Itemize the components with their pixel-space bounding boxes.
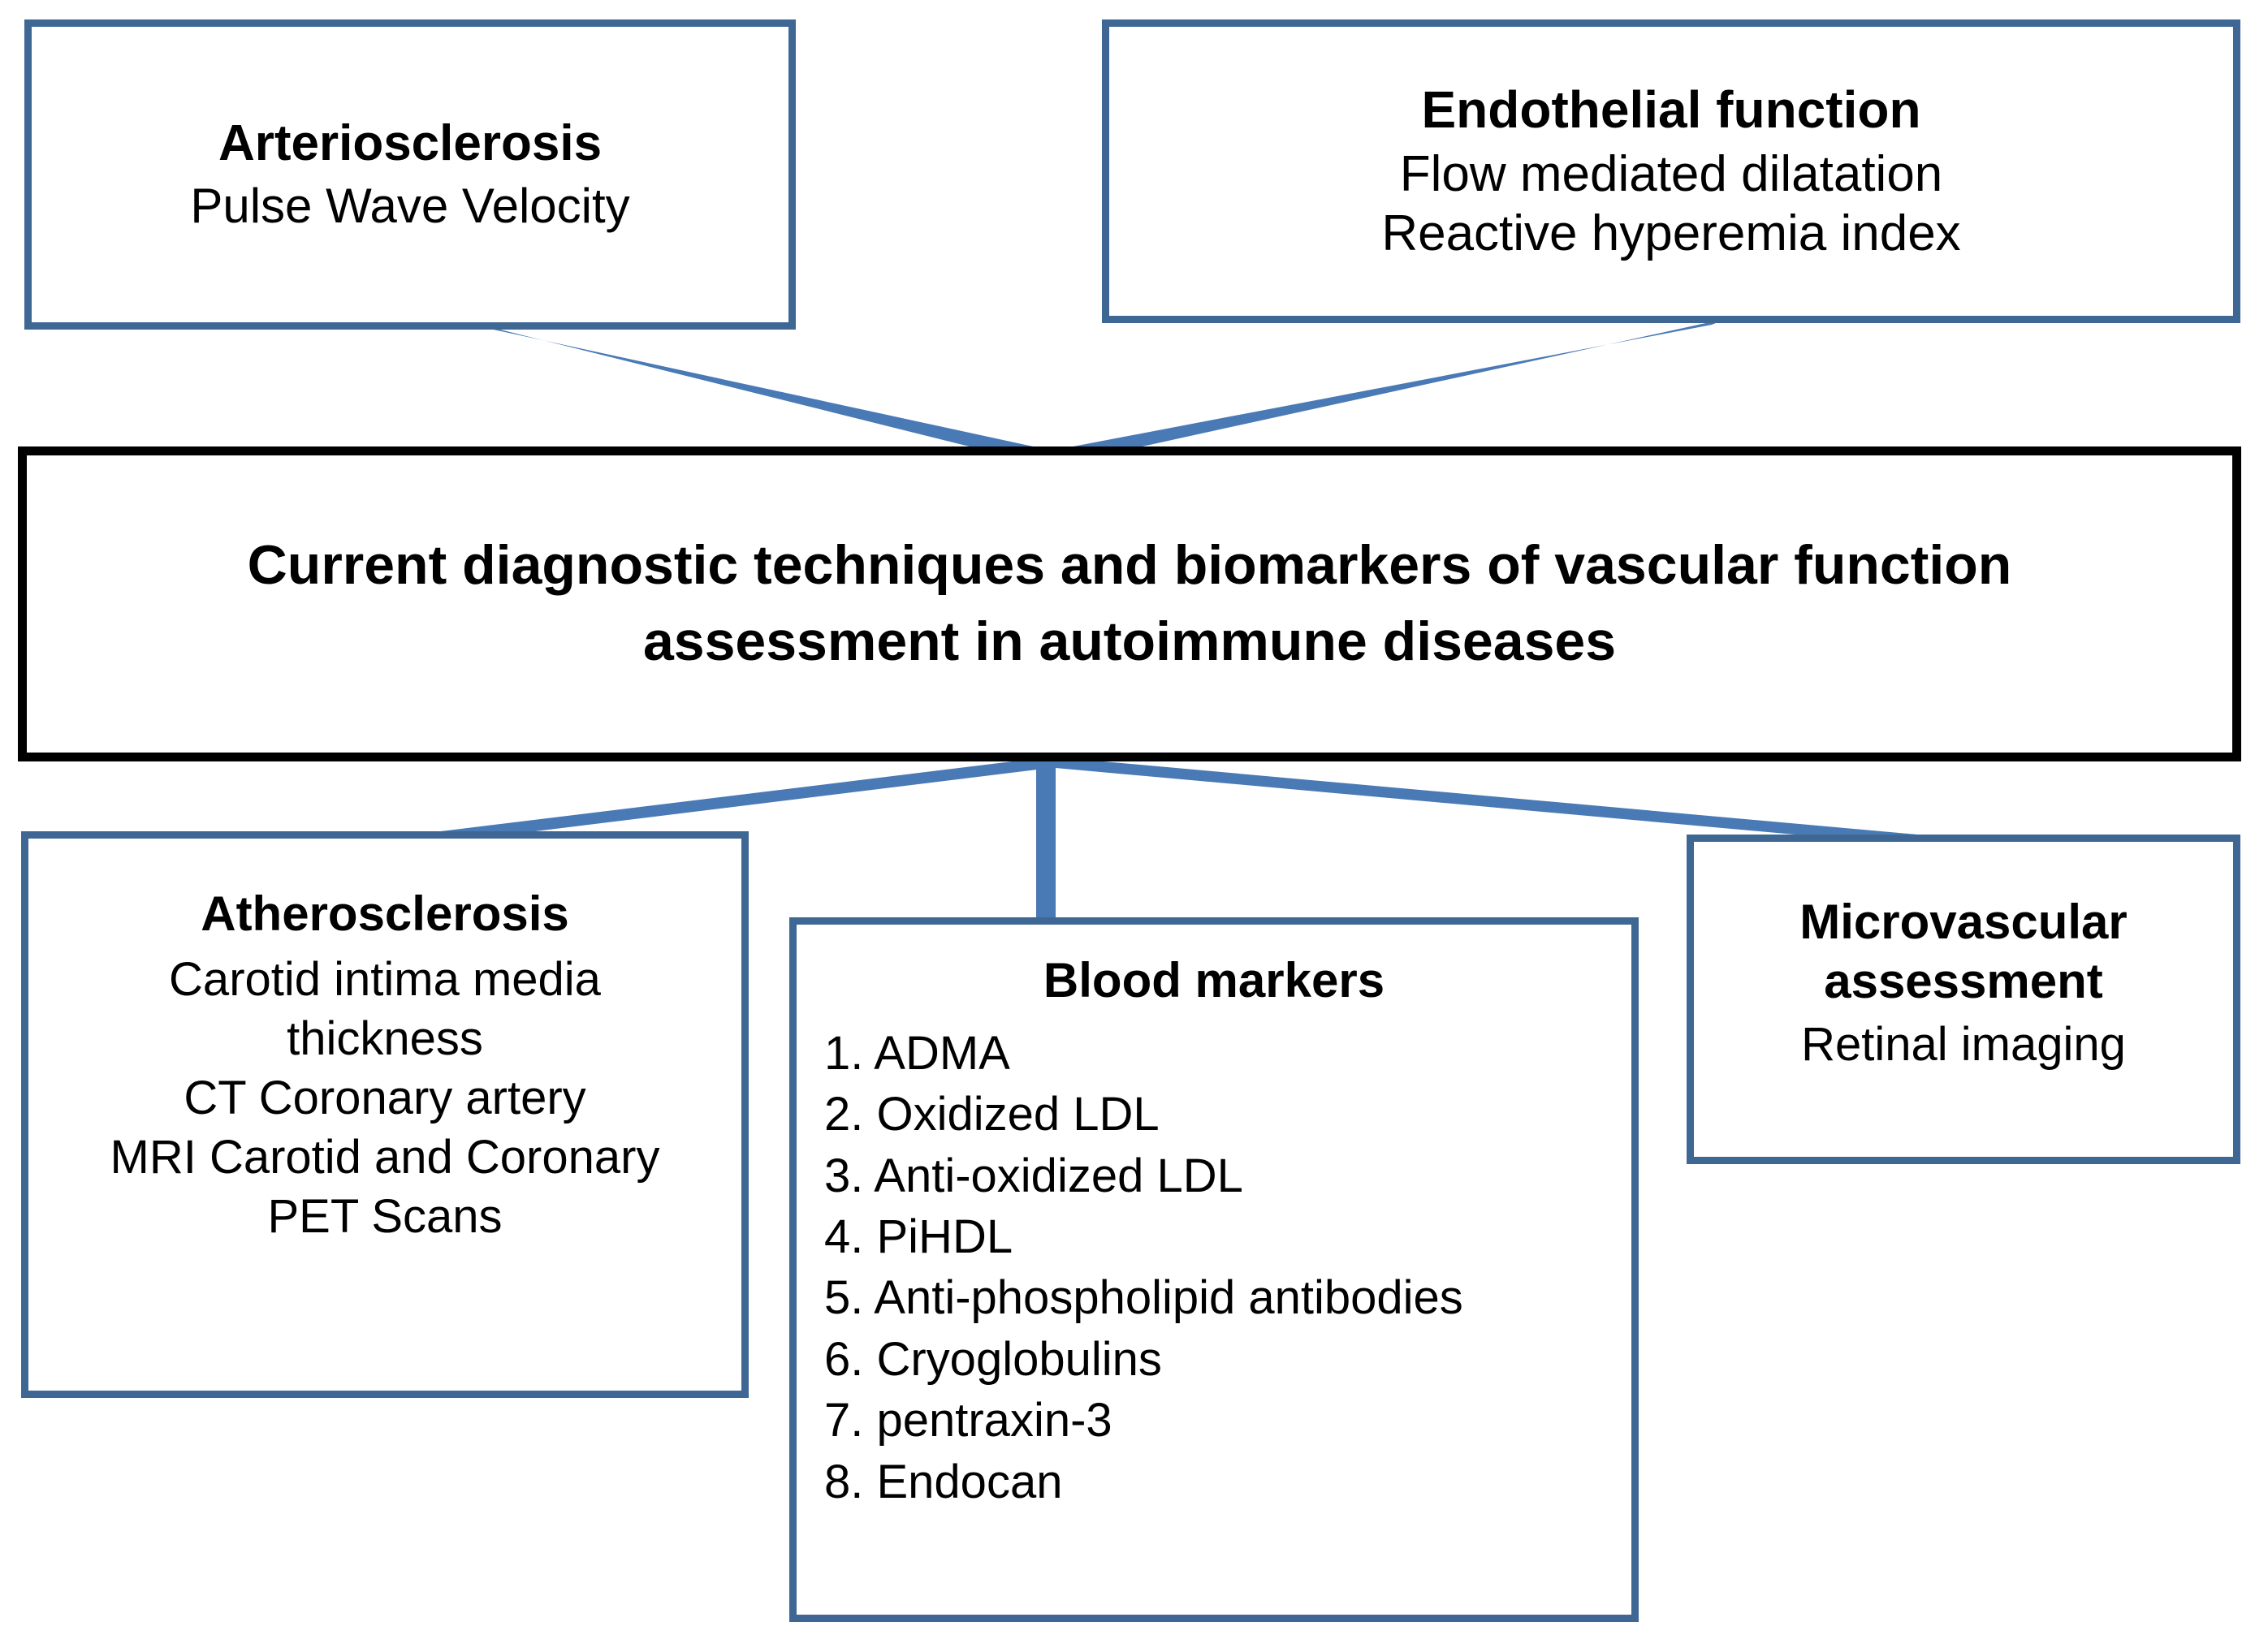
list-item: 5. Anti-phospholipid antibodies <box>824 1271 1463 1325</box>
list-item: 3. Anti-oxidized LDL <box>824 1149 1243 1202</box>
node-arteriosclerosis[interactable]: Arteriosclerosis Pulse Wave Velocity <box>24 19 796 330</box>
list-item: 6. Cryoglobulins <box>824 1332 1162 1386</box>
node-blood-markers-title: Blood markers <box>1043 953 1385 1007</box>
node-microvascular-assessment-line-1: Retinal imaging <box>1801 1018 2126 1072</box>
list-item: 4. PiHDL <box>824 1210 1013 1263</box>
list-item: 7. pentraxin-3 <box>824 1394 1112 1447</box>
node-atherosclerosis-title: Atherosclerosis <box>201 886 569 941</box>
node-central-topic-title: Current diagnostic techniques and biomar… <box>247 534 2012 672</box>
connector-arteriosclerosis <box>455 318 1056 464</box>
connector-bloodmarkers <box>1036 757 1056 925</box>
node-blood-markers[interactable]: Blood markers 1. ADMA 2. Oxidized LDL 3.… <box>789 917 1639 1622</box>
node-endothelial-function-title: Endothelial function <box>1421 80 1921 140</box>
node-atherosclerosis-line-5: PET Scans <box>267 1190 503 1244</box>
node-endothelial-function-line-2: Reactive hyperemia index <box>1381 205 1961 261</box>
node-central-topic[interactable]: Current diagnostic techniques and biomar… <box>18 446 2241 761</box>
node-arteriosclerosis-line-1: Pulse Wave Velocity <box>190 179 630 234</box>
node-atherosclerosis-line-2: thickness <box>287 1011 483 1065</box>
node-arteriosclerosis-title: Arteriosclerosis <box>218 115 603 172</box>
node-endothelial-function[interactable]: Endothelial function Flow mediated dilat… <box>1102 19 2240 323</box>
node-atherosclerosis-line-4: MRI Carotid and Coronary <box>110 1131 660 1184</box>
connector-endothelial <box>1048 318 1728 464</box>
list-item: 2. Oxidized LDL <box>824 1088 1160 1141</box>
node-endothelial-function-line-1: Flow mediated dilatation <box>1399 145 1943 202</box>
node-atherosclerosis[interactable]: Atherosclerosis Carotid intima media thi… <box>21 831 749 1398</box>
list-item: 1. ADMA <box>824 1026 1010 1080</box>
node-atherosclerosis-line-3: CT Coronary artery <box>184 1071 586 1124</box>
list-item: 8. Endocan <box>824 1455 1063 1508</box>
node-microvascular-assessment-title-line-2: assessment <box>1824 954 2103 1009</box>
node-microvascular-assessment-title-line-1: Microvascular <box>1799 895 2128 949</box>
node-atherosclerosis-line-1: Carotid intima media <box>169 952 601 1006</box>
blood-markers-list: 1. ADMA 2. Oxidized LDL 3. Anti-oxidized… <box>797 1023 1631 1512</box>
node-microvascular-assessment[interactable]: Microvascular assessment Retinal imaging <box>1687 835 2240 1164</box>
